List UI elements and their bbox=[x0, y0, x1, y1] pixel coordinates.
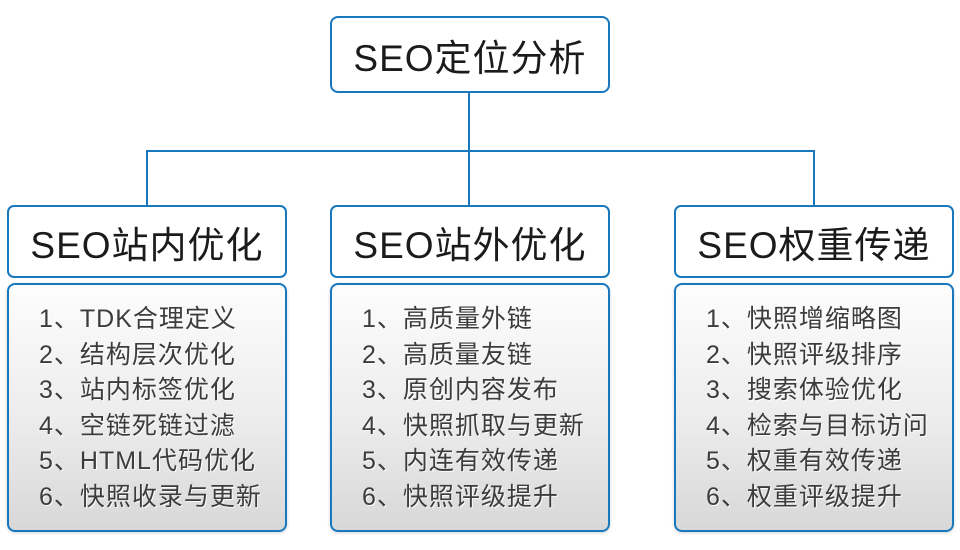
branch-header-onsite: SEO站内优化 bbox=[7, 205, 287, 278]
branch-title: SEO权重传递 bbox=[697, 224, 931, 266]
connector-drop-right bbox=[813, 150, 815, 206]
branch-title: SEO站内优化 bbox=[30, 224, 264, 266]
list-item: 5、内连有效传递 bbox=[362, 447, 559, 475]
list-item: 2、结构层次优化 bbox=[39, 340, 236, 369]
list-item: 4、检索与目标访问 bbox=[706, 411, 929, 440]
branch-header-offsite: SEO站外优化 bbox=[330, 205, 610, 278]
list-item: 4、快照抓取与更新 bbox=[362, 411, 585, 440]
branch-body-offsite: 1、高质量外链 2、高质量友链 3、原创内容发布 4、快照抓取与更新 5、内连有… bbox=[330, 283, 610, 532]
root-node-seo-positioning: SEO定位分析 bbox=[330, 16, 610, 93]
root-node-label: SEO定位分析 bbox=[353, 37, 587, 79]
list-item: 5、HTML代码优化 bbox=[39, 447, 256, 475]
list-item: 6、快照评级提升 bbox=[362, 482, 559, 511]
list-item: 2、高质量友链 bbox=[362, 340, 533, 369]
connector-drop-middle bbox=[468, 150, 470, 206]
list-item: 1、高质量外链 bbox=[362, 305, 533, 333]
list-item: 1、快照增缩略图 bbox=[706, 305, 903, 333]
connector-drop-left bbox=[146, 150, 148, 206]
list-item: 2、快照评级排序 bbox=[706, 340, 903, 369]
list-item: 3、站内标签优化 bbox=[39, 376, 236, 404]
list-item: 6、快照收录与更新 bbox=[39, 482, 262, 511]
branch-title: SEO站外优化 bbox=[353, 224, 587, 266]
branch-body-weight: 1、快照增缩略图 2、快照评级排序 3、搜索体验优化 4、检索与目标访问 5、权… bbox=[674, 283, 954, 532]
list-item: 3、原创内容发布 bbox=[362, 376, 559, 404]
connector-root-stem bbox=[468, 93, 470, 151]
list-item: 5、权重有效传递 bbox=[706, 447, 903, 475]
list-item: 6、权重评级提升 bbox=[706, 482, 903, 511]
branch-body-onsite: 1、TDK合理定义 2、结构层次优化 3、站内标签优化 4、空链死链过滤 5、H… bbox=[7, 283, 287, 532]
connector-horizontal-rail bbox=[146, 150, 815, 152]
branch-header-weight: SEO权重传递 bbox=[674, 205, 954, 278]
list-item: 3、搜索体验优化 bbox=[706, 376, 903, 404]
list-item: 1、TDK合理定义 bbox=[39, 305, 237, 333]
list-item: 4、空链死链过滤 bbox=[39, 411, 236, 440]
